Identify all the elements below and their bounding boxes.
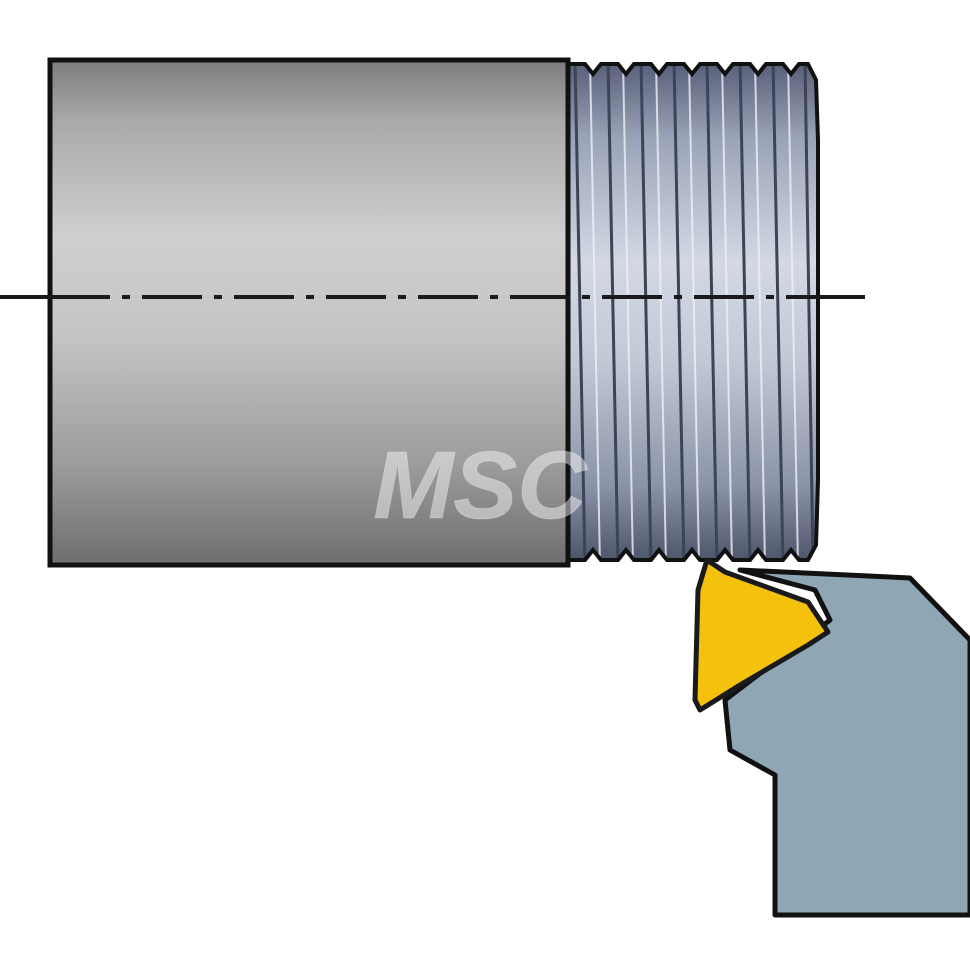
threaded-section [565, 60, 820, 565]
threading-insert [692, 557, 831, 713]
watermark-text: MSC [373, 432, 588, 539]
workpiece-shank [47, 57, 571, 568]
